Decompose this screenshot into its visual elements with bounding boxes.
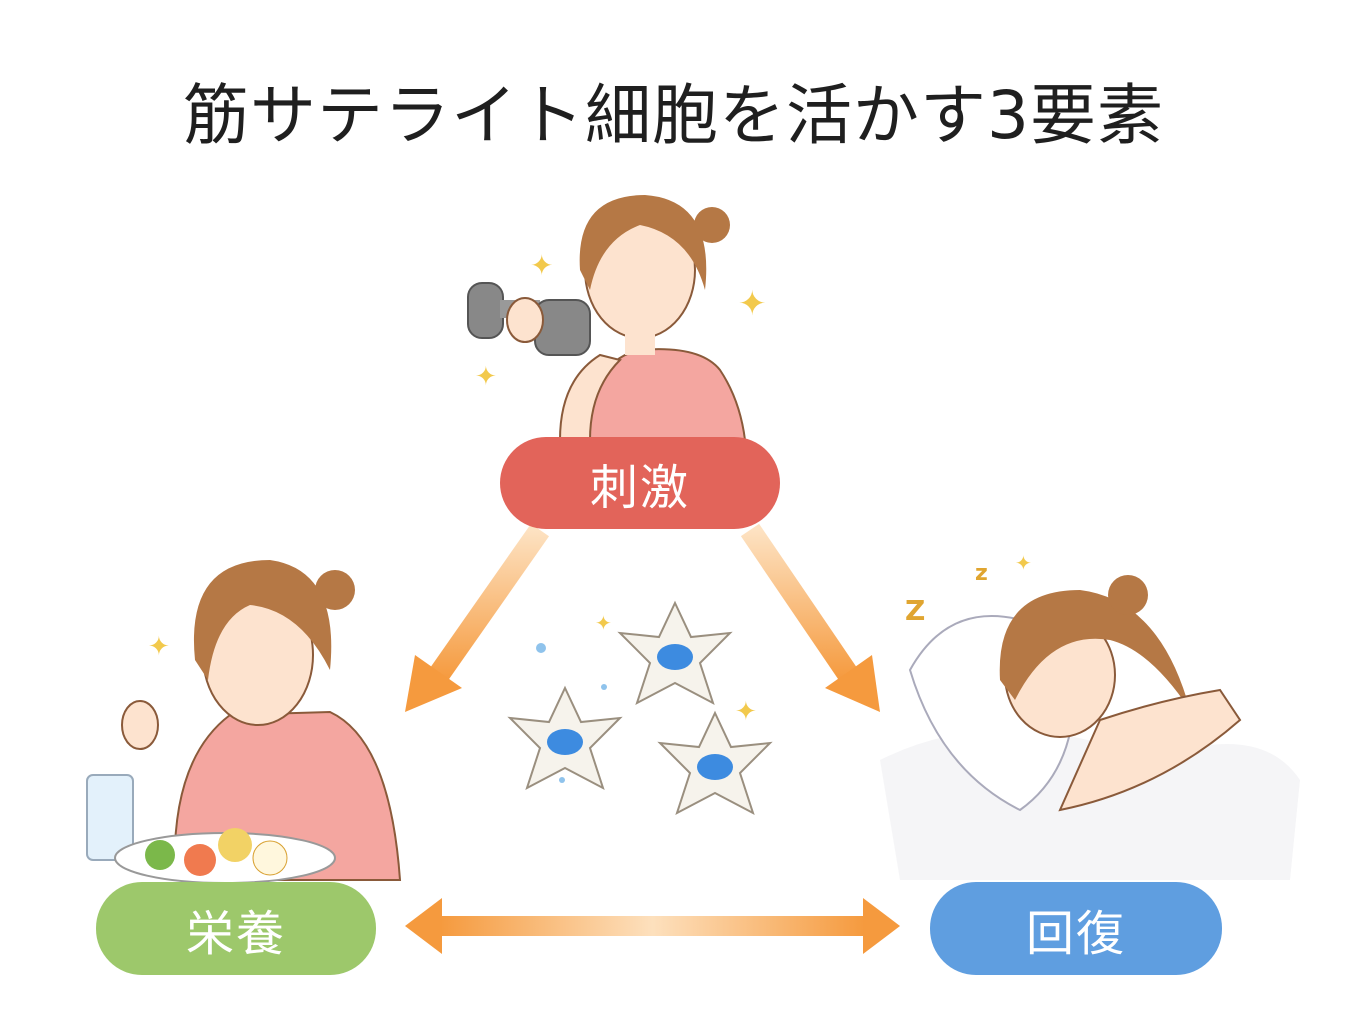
svg-text:✦: ✦ (1015, 551, 1032, 575)
svg-text:✦: ✦ (530, 249, 553, 282)
satellite-cells: ✦ ✦ (507, 600, 773, 816)
diagram-title: 筋サテライト細胞を活かす3要素 (183, 77, 1164, 154)
glass-of-water-icon (86, 774, 134, 861)
sleep-z-icon: Z (905, 594, 925, 627)
svg-text:✦: ✦ (148, 632, 170, 662)
dumbbell-icon (467, 282, 504, 339)
nutrition-label: 栄養 (96, 882, 376, 975)
stimulus-label: 刺激 (500, 437, 780, 529)
woman-sleeping: Z z ✦ (880, 551, 1300, 880)
recovery-label: 回復 (930, 882, 1222, 975)
svg-text:✦: ✦ (475, 362, 497, 392)
svg-text:✦: ✦ (738, 284, 767, 324)
svg-text:✦: ✦ (735, 697, 757, 727)
svg-text:z: z (975, 561, 988, 586)
arrow-nutrition-recovery (405, 898, 900, 954)
svg-text:✦: ✦ (595, 611, 612, 635)
woman-lifting-dumbbell: ✦ ✦ ✦ (467, 195, 767, 441)
arrow-stimulus-to-recovery (740, 523, 880, 712)
arrow-stimulus-to-nutrition (405, 523, 550, 712)
woman-eating: ✦ (86, 560, 402, 884)
